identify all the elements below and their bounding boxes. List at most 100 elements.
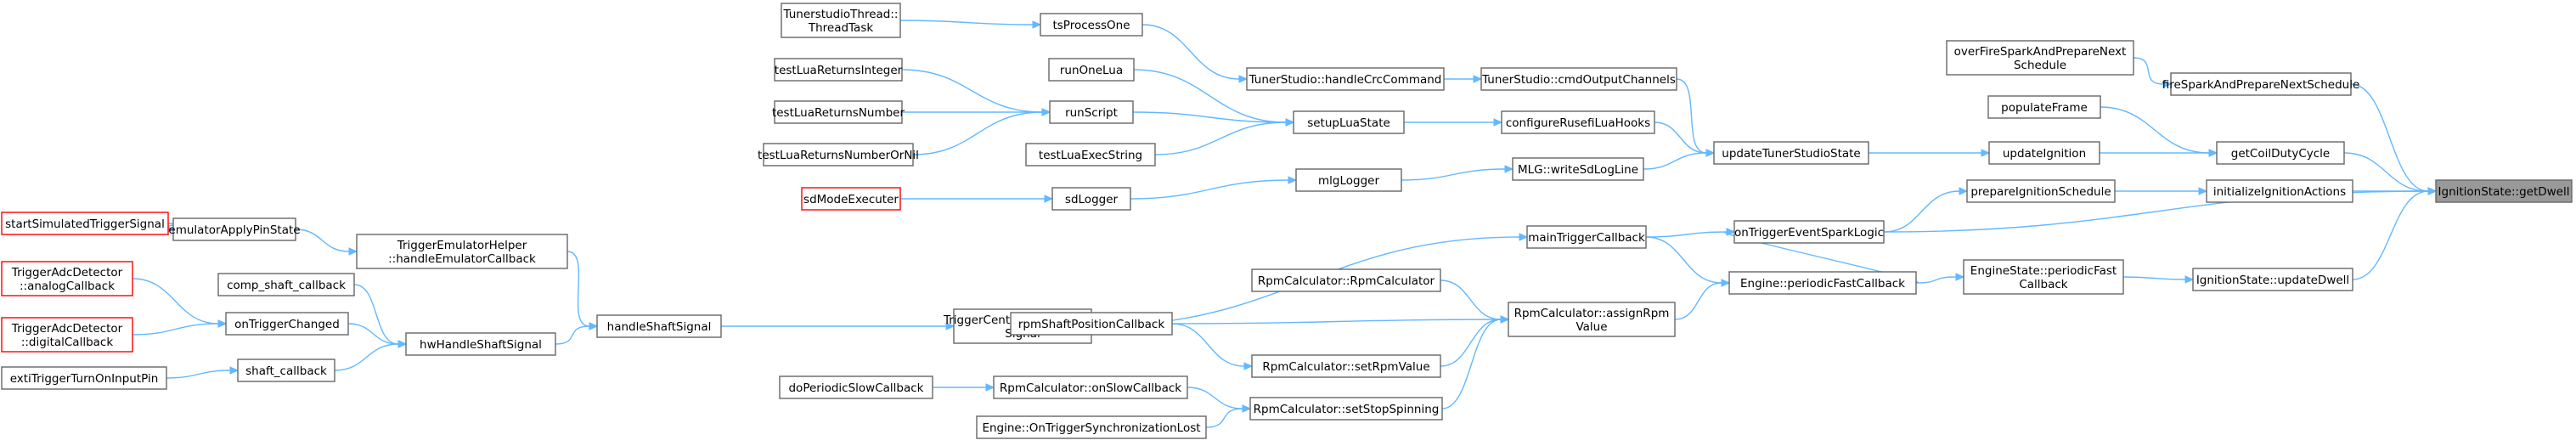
node-box bbox=[225, 312, 349, 336]
edge-arrowhead bbox=[1519, 233, 1529, 241]
edge-arrowhead bbox=[1726, 228, 1736, 236]
node-updDwell[interactable]: IgnitionState::updateDwell bbox=[2192, 268, 2353, 291]
node-box bbox=[801, 187, 901, 211]
node-compShaft[interactable]: comp_shaft_callback bbox=[217, 273, 355, 296]
node-tlInt[interactable]: testLuaReturnsInteger bbox=[774, 58, 903, 82]
edge-configLua-to-updateTS bbox=[1654, 121, 1716, 157]
node-tlNil[interactable]: testLuaReturnsNumberOrNil bbox=[758, 143, 919, 167]
node-cmdOutput[interactable]: TunerStudio::cmdOutputChannels bbox=[1480, 67, 1677, 91]
edge-arrowhead bbox=[348, 247, 358, 256]
node-updateIgnition[interactable]: updateIgnition bbox=[1988, 141, 2100, 165]
node-initIgn[interactable]: initializeIgnitionActions bbox=[2206, 179, 2353, 203]
node-label: testLuaReturnsNumberOrNil bbox=[758, 149, 919, 162]
node-rpmShaft[interactable]: rpmShaftPositionCallback bbox=[1010, 312, 1173, 336]
node-tlNum[interactable]: testLuaReturnsNumber bbox=[772, 100, 905, 124]
edge-doPeriodic-to-onSlow bbox=[933, 383, 995, 392]
node-enginePF[interactable]: Engine::periodicFastCallback bbox=[1728, 271, 1917, 295]
node-label: ::handleEmulatorCallback bbox=[388, 252, 536, 266]
node-box bbox=[2192, 268, 2353, 291]
node-getCoil[interactable]: getCoilDutyCycle bbox=[2216, 141, 2345, 165]
node-rpmCalc[interactable]: RpmCalculator::RpmCalculator bbox=[1251, 268, 1441, 292]
node-startSim[interactable]: startSimulatedTriggerSignal bbox=[1, 212, 169, 235]
node-label: TriggerEmulatorHelper bbox=[397, 239, 527, 252]
node-emuCb[interactable]: TriggerEmulatorHelper::handleEmulatorCal… bbox=[356, 234, 568, 269]
edge-line bbox=[1440, 279, 1502, 320]
node-box bbox=[774, 100, 903, 124]
node-label: IgnitionState::updateDwell bbox=[2196, 274, 2349, 287]
node-onSlow[interactable]: RpmCalculator::onSlowCallback bbox=[993, 375, 1188, 399]
edge-mlgWrite-to-updateTS bbox=[1643, 149, 1716, 170]
node-setRpm[interactable]: RpmCalculator::setRpmValue bbox=[1251, 354, 1441, 378]
edge-line bbox=[1883, 190, 1960, 233]
node-mlgWrite[interactable]: MLG::writeSdLogLine bbox=[1512, 157, 1644, 181]
node-box bbox=[1048, 58, 1135, 82]
node-label: hwHandleShaftSignal bbox=[420, 338, 542, 352]
node-mainTrig[interactable]: mainTriggerCallback bbox=[1526, 225, 1647, 249]
node-onTrigSpark[interactable]: onTriggerEventSparkLogic bbox=[1733, 220, 1885, 244]
node-onSyncLost[interactable]: Engine::OnTriggerSynchronizationLost bbox=[976, 415, 1207, 439]
node-box bbox=[1246, 67, 1445, 91]
edge-mainTrig-to-onTrigSpark bbox=[1645, 228, 1736, 238]
node-label: MLG::writeSdLogLine bbox=[1518, 163, 1638, 177]
node-label: Engine::periodicFastCallback bbox=[1740, 277, 1905, 291]
node-box bbox=[1713, 141, 1869, 165]
edge-arrowhead bbox=[985, 383, 995, 392]
node-fireSpark[interactable]: fireSparkAndPrepareNextSchedule bbox=[2162, 72, 2360, 96]
node-runOneLua[interactable]: runOneLua bbox=[1048, 58, 1135, 82]
edge-prepIgn-to-initIgn bbox=[2115, 187, 2208, 195]
node-shaftCb[interactable]: shaft_callback bbox=[237, 358, 335, 382]
node-box bbox=[1, 317, 133, 353]
edge-line bbox=[1654, 121, 1707, 154]
node-adcDigital[interactable]: TriggerAdcDetector::digitalCallback bbox=[1, 317, 133, 353]
node-label: prepareIgnitionSchedule bbox=[1970, 185, 2111, 199]
edge-rpmCalc-to-assignRpm bbox=[1440, 279, 1510, 324]
node-tsProcess[interactable]: tsProcessOne bbox=[1040, 13, 1143, 37]
node-box bbox=[1728, 271, 1917, 295]
node-label: Engine::OnTriggerSynchronizationLost bbox=[982, 421, 1200, 435]
node-tsThread[interactable]: TunerstudioThread::ThreadTask bbox=[781, 3, 901, 38]
node-sdMode[interactable]: sdModeExecuter bbox=[801, 187, 901, 211]
edge-arrowhead bbox=[229, 366, 240, 375]
node-doPeriodic[interactable]: doPeriodicSlowCallback bbox=[779, 375, 933, 399]
node-handleShaft[interactable]: handleShaftSignal bbox=[596, 314, 722, 338]
edge-line bbox=[901, 69, 1043, 113]
edge-arrowhead bbox=[1288, 176, 1298, 184]
node-setStop[interactable]: RpmCalculator::setStopSpinning bbox=[1249, 397, 1443, 421]
node-emuApply[interactable]: emulatorApplyPinState bbox=[168, 217, 301, 241]
node-box bbox=[1733, 220, 1885, 244]
edge-adcDigital-to-onTrigChanged bbox=[132, 319, 228, 336]
node-prepIgn[interactable]: prepareIgnitionSchedule bbox=[1966, 179, 2116, 203]
node-updateTS[interactable]: updateTunerStudioState bbox=[1713, 141, 1869, 165]
node-setupLua[interactable]: setupLuaState bbox=[1293, 110, 1405, 134]
node-engPeriodic[interactable]: EngineState::periodicFastCallback bbox=[1963, 259, 2124, 295]
edge-arrowhead bbox=[2208, 149, 2218, 157]
edge-line bbox=[899, 20, 1034, 25]
edge-overFire-to-fireSpark bbox=[2133, 57, 2173, 88]
node-populateFrame[interactable]: populateFrame bbox=[1987, 95, 2101, 119]
node-label: RpmCalculator::onSlowCallback bbox=[1000, 381, 1181, 395]
node-onTrigChanged[interactable]: onTriggerChanged bbox=[225, 312, 349, 336]
edge-arrowhead bbox=[1285, 118, 1295, 127]
node-sdLogger[interactable]: sdLogger bbox=[1051, 187, 1131, 211]
node-handleCrc[interactable]: TunerStudio::handleCrcCommand bbox=[1246, 67, 1445, 91]
node-mlgLogger[interactable]: mlgLogger bbox=[1295, 168, 1402, 192]
node-box bbox=[1508, 302, 1676, 337]
node-runScript[interactable]: runScript bbox=[1049, 100, 1134, 124]
node-label: doPeriodicSlowCallback bbox=[788, 381, 923, 395]
node-box bbox=[2216, 141, 2345, 165]
node-hwHandle[interactable]: hwHandleShaftSignal bbox=[405, 332, 556, 356]
edge-line bbox=[1441, 319, 1502, 409]
node-label: TriggerAdcDetector bbox=[11, 266, 123, 279]
edge-arrowhead bbox=[1243, 362, 1254, 370]
node-adcAnalog[interactable]: TriggerAdcDetector::analogCallback bbox=[1, 261, 133, 296]
edge-enginePF-to-engPeriodic bbox=[1915, 273, 1965, 284]
edge-arrowhead bbox=[1473, 75, 1483, 83]
node-tlExec[interactable]: testLuaExecString bbox=[1025, 143, 1156, 167]
node-getDwell[interactable]: IgnitionState::getDwell bbox=[2435, 179, 2573, 203]
node-box bbox=[1480, 67, 1677, 91]
node-extiTrig[interactable]: extiTriggerTurnOnInputPin bbox=[1, 366, 167, 390]
node-box bbox=[356, 234, 568, 269]
node-configLua[interactable]: configureRusefiLuaHooks bbox=[1501, 110, 1655, 134]
